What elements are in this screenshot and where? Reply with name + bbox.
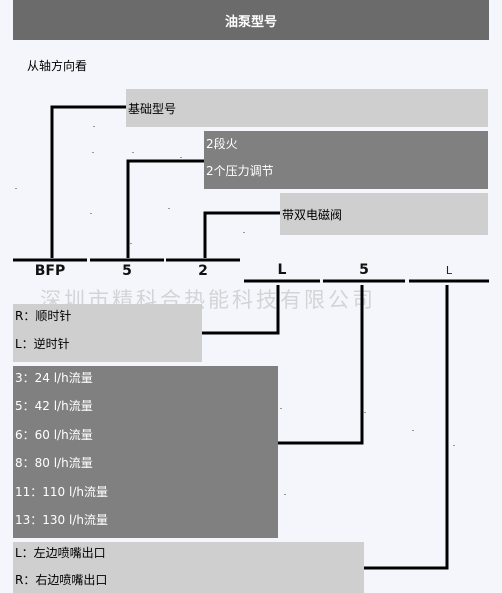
outlet-option-l: L：左边喷嘴出口 — [15, 546, 106, 560]
stage-description-box: 2段火 2个压力调节 — [204, 131, 488, 189]
flow-option: 5：42 l/h流量 — [15, 399, 93, 413]
code-flow: 5 — [359, 262, 369, 278]
flow-option: 11：110 l/h流量 — [15, 485, 108, 499]
flow-options-box: 3：24 l/h流量 5：42 l/h流量 6：60 l/h流量 8：80 l/… — [13, 366, 278, 538]
code-series: BFP — [34, 263, 66, 279]
page-title: 油泵型号 — [224, 14, 277, 30]
connector-stage — [203, 211, 280, 258]
connector-size — [126, 159, 204, 258]
rotation-option-r: R：顺时针 — [15, 309, 72, 323]
outlet-option-r: R：右边喷嘴出口 — [15, 573, 108, 587]
code-stage: 2 — [198, 263, 208, 279]
code-rotation: L — [277, 262, 287, 278]
flow-option: 13：130 l/h流量 — [15, 513, 108, 527]
outlet-options-box: L：左边喷嘴出口 R：右边喷嘴出口 — [13, 542, 364, 593]
code-outlet: L — [445, 264, 453, 277]
flow-option: 6：60 l/h流量 — [15, 428, 93, 442]
connector-rotation — [202, 285, 280, 335]
stage-description-line-1: 2段火 — [206, 137, 238, 151]
connector-flow — [278, 285, 364, 445]
flow-option: 3：24 l/h流量 — [15, 371, 93, 385]
flow-option: 8：80 l/h流量 — [15, 456, 93, 470]
valve-description-box: 带双电磁阀 — [280, 193, 488, 235]
direction-note: 从轴方向看 — [27, 59, 88, 73]
stage-description-line-2: 2个压力调节 — [206, 164, 274, 178]
code-size: 5 — [122, 263, 132, 279]
series-description-box: 基础型号 — [126, 89, 488, 127]
page-title-bar: 油泵型号 — [13, 0, 489, 40]
series-description: 基础型号 — [128, 102, 177, 116]
connector-outlet — [364, 285, 449, 570]
connector-series — [50, 105, 126, 258]
rotation-option-l: L：逆时针 — [15, 337, 70, 351]
valve-description: 带双电磁阀 — [282, 208, 343, 222]
rotation-options-box: R：顺时针 L：逆时针 — [13, 304, 202, 362]
